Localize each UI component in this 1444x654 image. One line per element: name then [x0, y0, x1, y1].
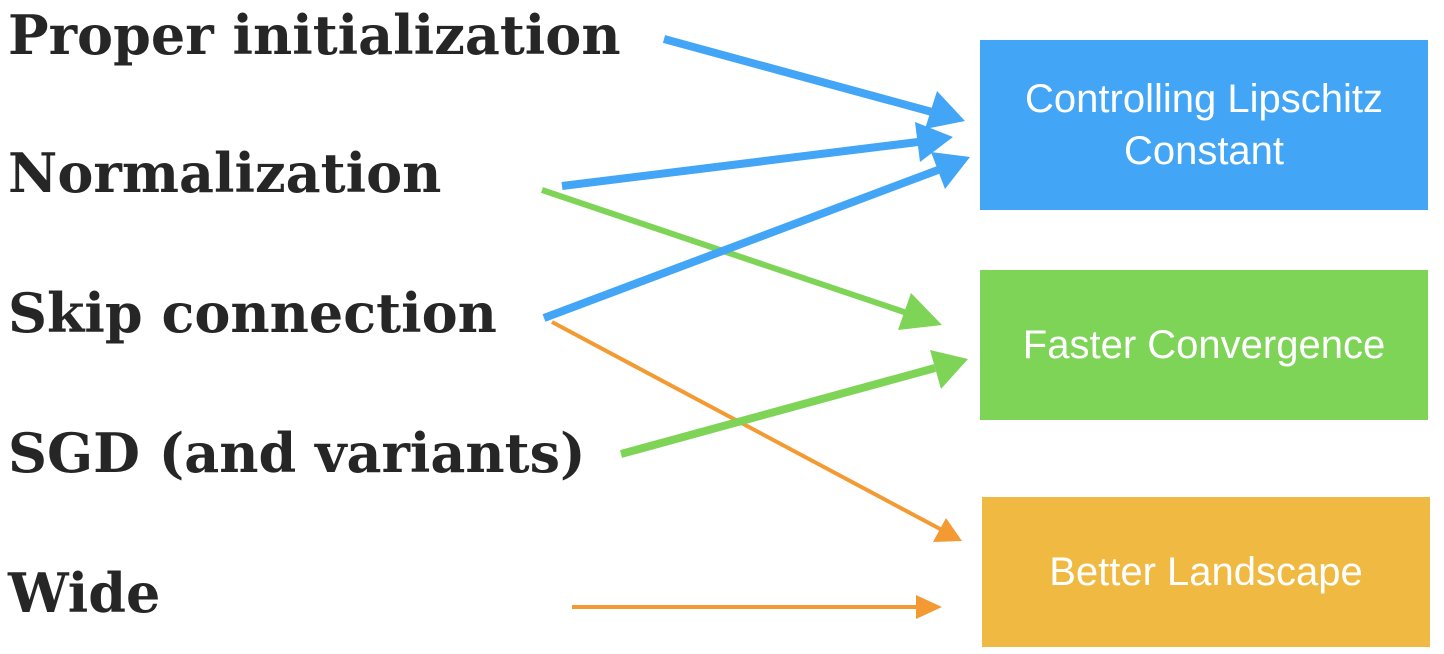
technique-normalization: Normalization: [8, 141, 442, 205]
technique-wide: Wide: [8, 561, 161, 625]
technique-skip-connection: Skip connection: [8, 281, 497, 345]
arrow-skip-to-lipschitz: [542, 152, 970, 322]
effect-box-lipschitz: Controlling Lipschitz Constant: [980, 40, 1428, 210]
effect-box-faster-convergence: Faster Convergence: [980, 270, 1428, 420]
effect-label-faster-convergence: Faster Convergence: [1022, 323, 1386, 367]
arrow-skip-to-landscape: [551, 320, 962, 542]
technique-proper-initialization: Proper initialization: [8, 3, 621, 67]
arrow-proper-to-lipschitz: [662, 35, 965, 129]
arrow-normalization-to-faster: [541, 187, 942, 330]
arrow-normalization-to-lipschitz: [561, 122, 953, 190]
technique-sgd: SGD (and variants): [8, 421, 586, 485]
effect-label-lipschitz: Controlling Lipschitz Constant: [1025, 77, 1383, 173]
effect-label-better-landscape: Better Landscape: [1049, 550, 1363, 594]
arrow-wide-to-landscape: [572, 595, 942, 619]
arrow-sgd-to-faster: [619, 350, 968, 458]
effect-box-better-landscape: Better Landscape: [982, 497, 1430, 647]
